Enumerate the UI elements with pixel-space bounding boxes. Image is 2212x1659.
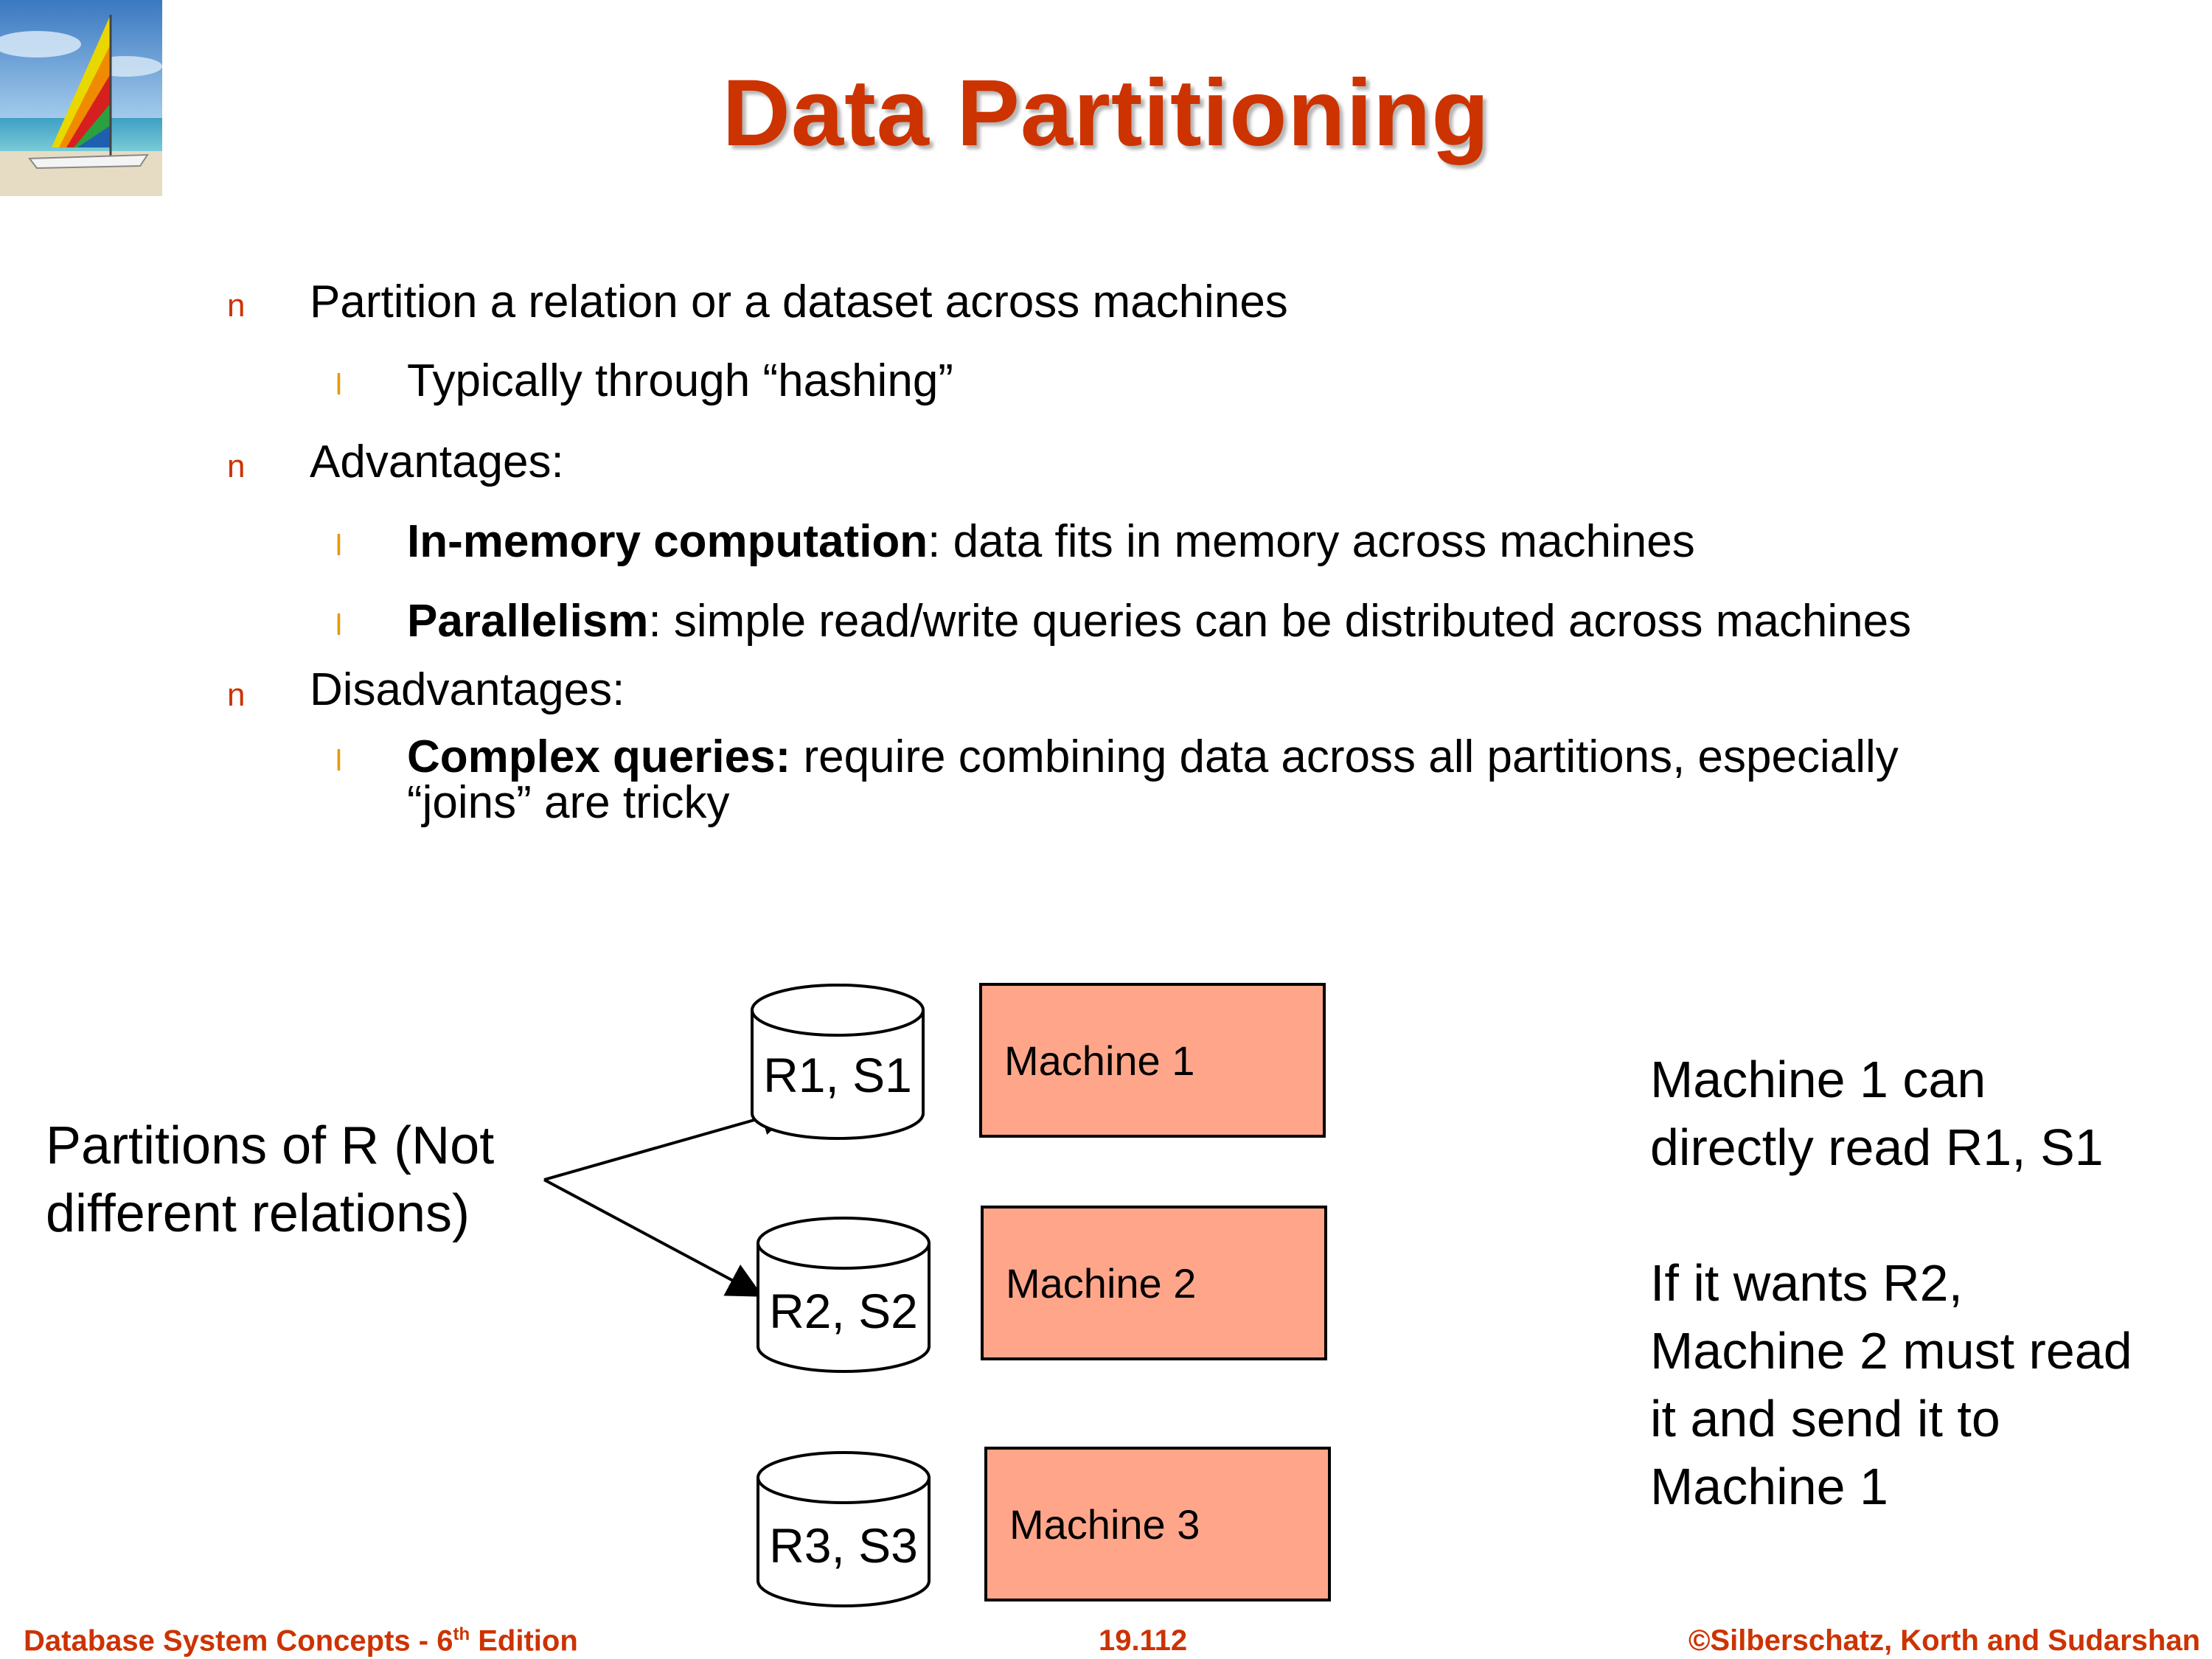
cylinder-2 [757, 1217, 931, 1373]
cylinder-label-r1s1: R1, S1 [763, 1048, 912, 1102]
footer-copyright: ©Silberschatz, Korth and Sudarshan [1688, 1624, 2200, 1657]
bullet-complex-line2: “joins” are tricky [407, 777, 730, 828]
footer-book-title-sup: th [453, 1624, 470, 1644]
footer-book-title-prefix: Database System Concepts - 6 [24, 1624, 453, 1658]
machine-note: Machine 1 can directly read R1, S1 If it… [1650, 1046, 2132, 1520]
note-line-6: it and send it to [1650, 1390, 2000, 1447]
bullet-in-memory: In-memory computation: data fits in memo… [407, 518, 1695, 566]
sub-bullet-marker: l [335, 745, 342, 777]
logo-sailboat-image [0, 0, 162, 196]
footer-book-title: Database System Concepts - 6th Edition [24, 1624, 578, 1658]
sub-bullet-marker: l [335, 369, 342, 401]
cylinder-label-r3s3: R3, S3 [769, 1518, 918, 1573]
note-line-4: If it wants R2, [1650, 1254, 1964, 1312]
note-spacer [1650, 1181, 2132, 1249]
note-line-2: directly read R1, S1 [1650, 1119, 2104, 1176]
arrow-to-r2s2 [543, 1178, 764, 1297]
bullet-in-memory-desc: : data fits in memory across machines [928, 516, 1695, 567]
arrow-to-r1s1 [543, 1100, 796, 1181]
bullet-parallelism: Parallelism: simple read/write queries c… [407, 598, 1911, 645]
note-line-1: Machine 1 can [1650, 1051, 1986, 1108]
machine-2-box: Machine 2 [981, 1206, 1327, 1360]
bullet-parallelism-desc: : simple read/write queries can be distr… [648, 596, 1912, 647]
bullet-in-memory-term: In-memory computation [407, 516, 928, 567]
cylinder-1 [751, 984, 925, 1140]
partitions-label: Partitions of R (Not different relations) [46, 1112, 494, 1248]
bullet-complex-term: Complex queries: [407, 731, 791, 782]
bullet-parallelism-term: Parallelism [407, 596, 649, 647]
partitions-label-line1: Partitions of R (Not [46, 1116, 495, 1175]
bullet-marker: n [227, 448, 246, 484]
sub-bullet-marker: l [335, 529, 342, 562]
bullet-marker: n [227, 288, 246, 324]
machine-1-box: Machine 1 [979, 983, 1326, 1138]
bullet-partition: Partition a relation or a dataset across… [310, 276, 1288, 327]
bullet-complex-queries: Complex queries: require combining data … [407, 734, 1899, 826]
bullet-disadvantages: Disadvantages: [310, 664, 625, 715]
partitions-label-line2: different relations) [46, 1184, 470, 1243]
sub-bullet-marker: l [335, 609, 342, 641]
bullet-marker: n [227, 677, 246, 713]
bullet-complex-desc: require combining data across all partit… [790, 731, 1899, 782]
slide-title: Data Partitioning [722, 60, 1490, 166]
bullet-advantages: Advantages: [310, 437, 564, 487]
footer-slide-number: 19.112 [1099, 1624, 1188, 1657]
cylinder-label-r2s2: R2, S2 [769, 1284, 918, 1338]
note-line-5: Machine 2 must read [1650, 1322, 2132, 1380]
note-line-7: Machine 1 [1650, 1458, 1888, 1515]
bullet-hashing: Typically through “hashing” [407, 355, 953, 406]
footer-book-title-suffix: Edition [470, 1624, 578, 1658]
machine-3-box: Machine 3 [984, 1447, 1331, 1601]
cylinder-3 [757, 1451, 931, 1607]
